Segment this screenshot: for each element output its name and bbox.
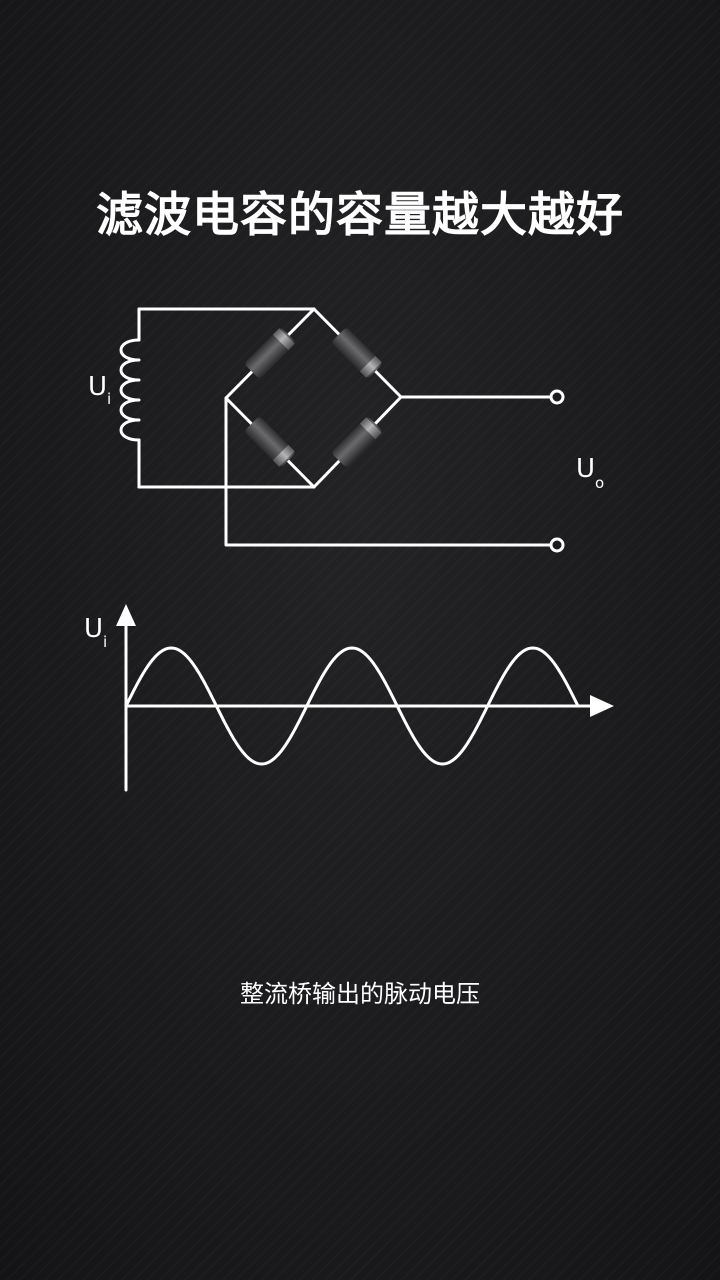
output-terminal-positive xyxy=(549,389,565,405)
x-axis-arrow xyxy=(590,695,614,717)
bridge-outline xyxy=(224,307,403,489)
wire-negative-output xyxy=(224,396,559,547)
bridge-diode-top-left xyxy=(245,328,295,378)
waveform-axis-label: U xyxy=(84,614,103,644)
y-axis-arrow xyxy=(116,604,136,626)
output-voltage-subscript: o xyxy=(595,474,604,492)
input-voltage-label: U xyxy=(88,372,107,402)
page-title: 滤波电容的容量越大越好 xyxy=(96,188,624,243)
input-sine-wave xyxy=(124,646,580,766)
bridge-diode-top-right xyxy=(332,328,382,378)
caption: 整流桥输出的脉动电压 xyxy=(240,980,480,1008)
output-terminal-negative xyxy=(549,537,565,553)
transformer-coil xyxy=(119,307,141,489)
output-voltage-label: U xyxy=(576,454,595,484)
waveform-axis-subscript: i xyxy=(103,633,107,651)
bridge-diode-bottom-left xyxy=(245,417,295,467)
waveform-axes xyxy=(124,620,597,792)
bridge-diode-bottom-right xyxy=(332,417,382,467)
coil-winding xyxy=(119,338,141,442)
input-voltage-subscript: i xyxy=(107,390,111,408)
